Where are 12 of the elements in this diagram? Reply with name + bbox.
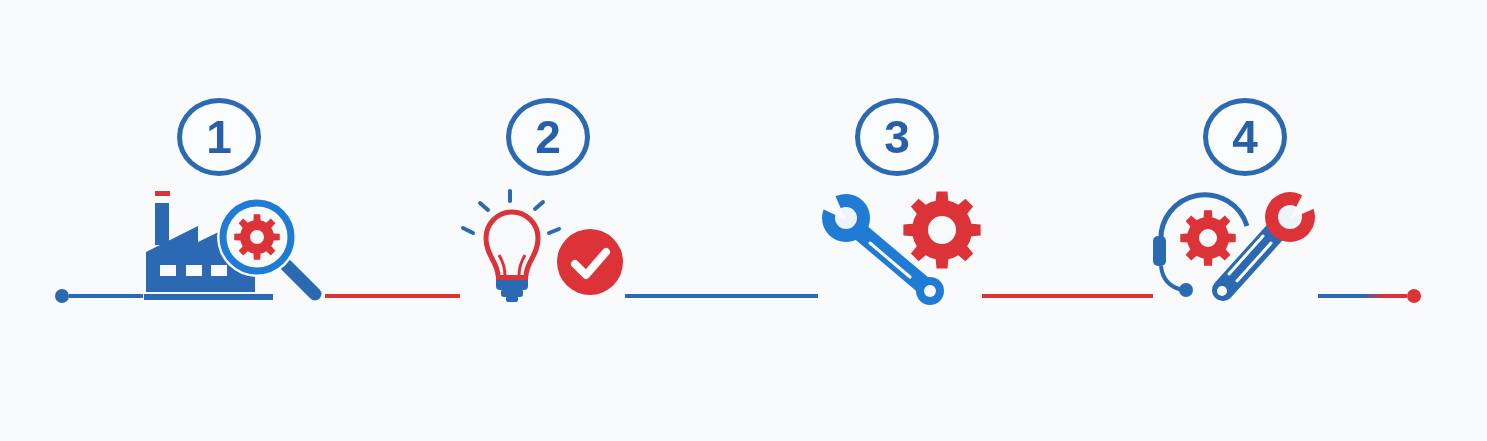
connector-line: [325, 294, 460, 298]
step-number: 2: [535, 114, 561, 160]
connector-line: [1318, 294, 1407, 298]
lightbulb-check-icon: [460, 188, 625, 305]
step-number: 3: [884, 114, 910, 160]
step-number: 1: [206, 114, 232, 160]
step-number: 4: [1232, 114, 1258, 160]
end-dot: [1407, 289, 1421, 303]
start-dot: [55, 289, 69, 303]
connector-line: [982, 294, 1153, 298]
connector-line: [69, 294, 143, 298]
connector-line: [625, 294, 818, 298]
